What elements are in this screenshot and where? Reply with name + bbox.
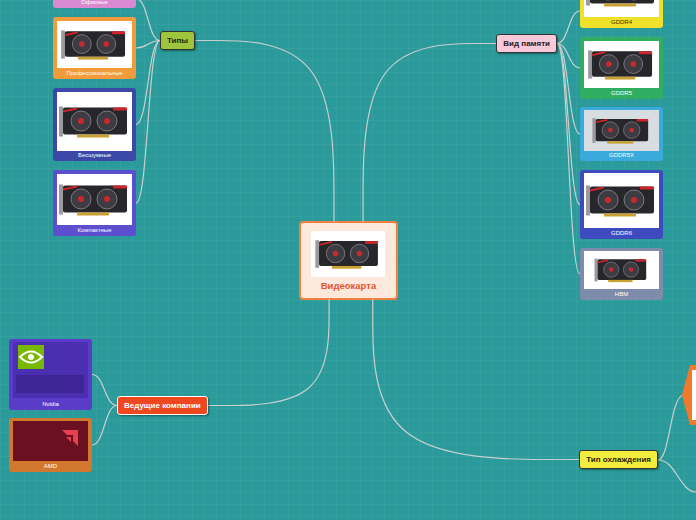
nvidia-logo [20,352,42,363]
branch-connector [208,299,329,406]
card-frame [53,17,136,79]
image-card: Компактные [53,170,136,236]
card-label: GDDR5 [611,90,632,97]
card-frame [53,88,136,161]
branch-label: Ведущие компании [124,401,201,410]
card-label: Бесшумные [78,152,111,159]
image-card: Бесшумные [53,88,136,161]
card-frame [580,0,663,28]
logo-band [16,375,84,393]
card-frame [53,170,136,236]
image-card: AMD [9,418,92,472]
image-area [57,174,132,225]
branch-connector [92,375,117,406]
image-card: HBM [580,248,663,300]
image-area [584,41,659,88]
image-card: Офисные [53,0,136,8]
branch-connector [195,41,334,223]
branch-topic: Тип охлаждения [579,450,658,469]
image-area [584,110,659,151]
image-card: Профессиональные [53,17,136,79]
card-label: Профессиональные [66,70,122,77]
card-label: GDDR5X [609,152,634,159]
branch-connector [136,41,160,204]
card-label: Компактные [78,227,112,234]
gpu-image [315,240,378,269]
gpu-image [586,0,654,7]
gpu-image [586,186,654,217]
nvidia-logo [18,345,44,369]
branch-connector [136,0,160,41]
card-frame [580,248,663,300]
gpu-image [588,50,652,79]
amd-logo [66,437,71,442]
branch-label: Типы [167,36,188,45]
image-area [13,421,88,461]
branch-line [658,395,684,460]
branch-connector [373,299,579,460]
card-label: GDDR6 [611,230,632,237]
card-label: Офисные [81,0,108,6]
amd-logo [62,430,78,446]
branch-connector [557,44,580,275]
central-frame [300,222,397,299]
nvidia-logo [28,354,34,360]
gpu-image [61,30,125,59]
gpu-image [59,107,127,138]
branch-connector [363,44,496,223]
card-frame [580,37,663,99]
branch-label: Тип охлаждения [586,455,651,464]
branch-line [658,460,696,492]
image-card: GDDR4 [580,0,663,28]
image-area [584,251,659,289]
card-frame [9,339,92,410]
image-card: GDDR5 [580,37,663,99]
image-card: GDDR6 [580,170,663,239]
branch-topic: Типы [160,31,195,50]
branch-connector [557,44,580,205]
branch-topic: Ведущие компании [117,396,208,415]
image-card: GDDR5X [580,107,663,161]
card-label: GDDR4 [611,19,632,26]
image-area [584,0,659,17]
card-frame [580,170,663,239]
card-label: Nvidia [42,401,59,408]
image-area [311,231,385,277]
central-topic: Видеокарта [300,222,397,299]
branch-connector [136,41,160,125]
branch-topic: Вид памяти [496,34,557,53]
offscreen-topic [692,370,696,420]
image-area [584,173,659,228]
image-card: Nvidia [9,339,92,410]
branch-connector [557,11,580,44]
gpu-image [592,118,648,143]
offscreen-topic [682,365,696,425]
branch-connector [92,406,117,446]
card-frame [53,0,136,8]
image-area [57,21,132,68]
gpu-image [59,185,127,216]
card-label: HBM [615,291,628,298]
central-label: Видеокарта [321,280,376,291]
gpu-image [595,259,647,283]
card-label: AMD [44,463,57,470]
card-frame [9,418,92,472]
branch-label: Вид памяти [503,39,550,48]
image-area [57,92,132,151]
image-area [13,342,88,398]
card-frame [580,107,663,161]
